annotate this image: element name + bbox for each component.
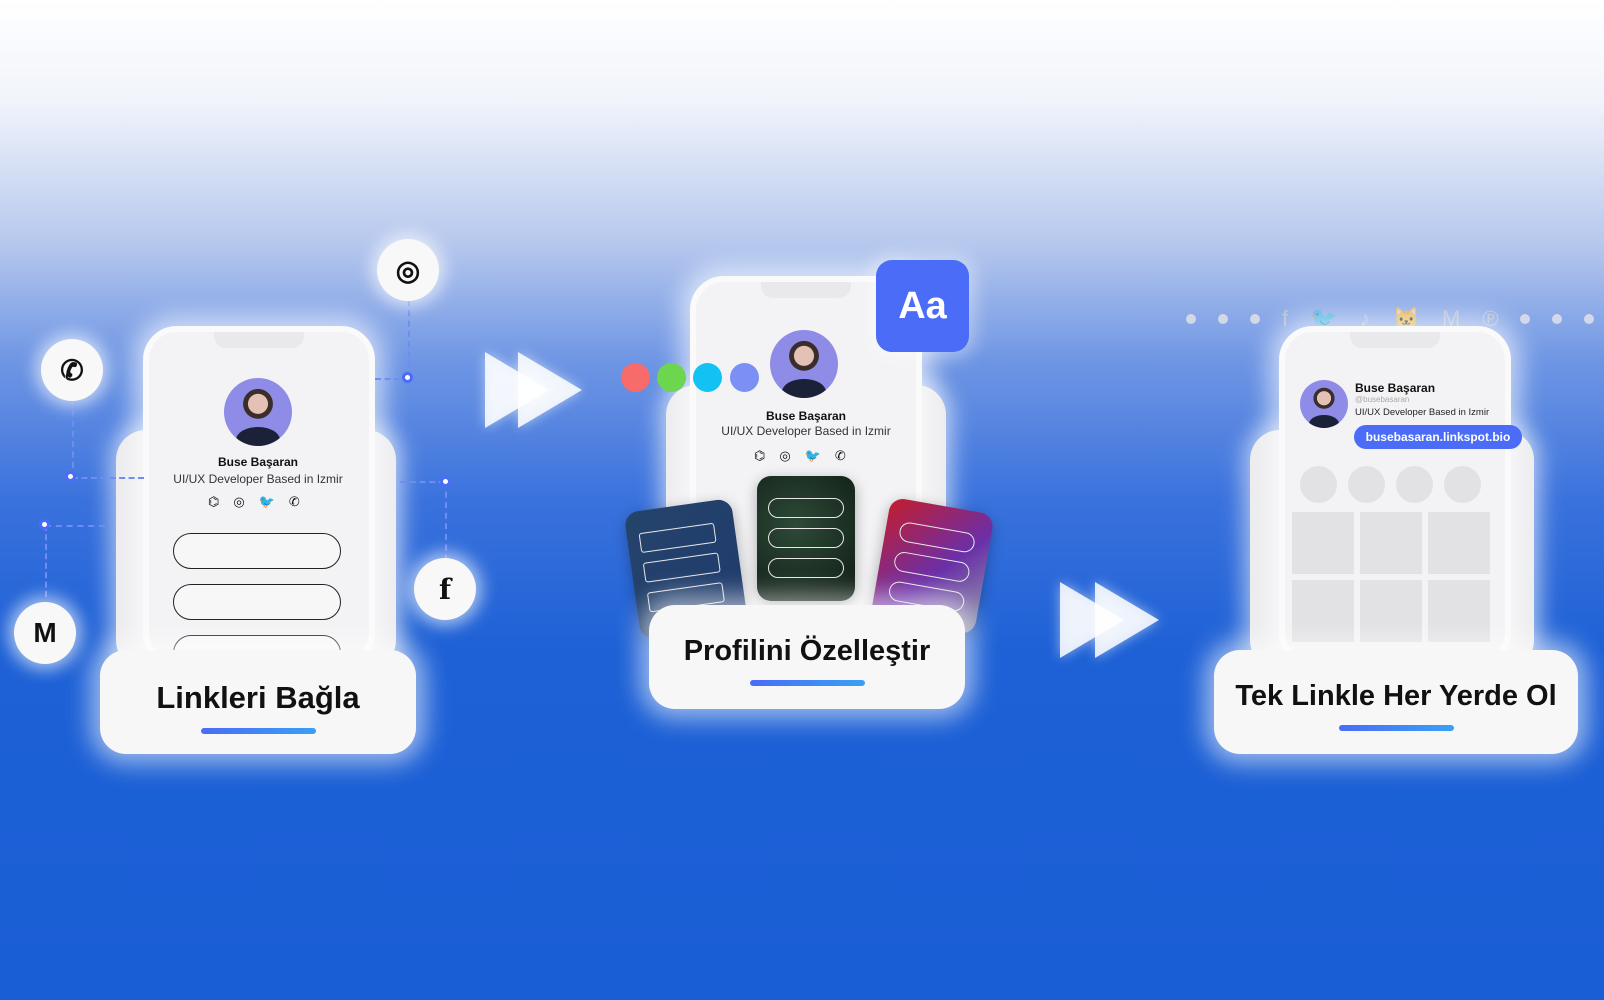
placeholder-circle <box>1444 466 1481 503</box>
facebook-icon[interactable]: f <box>414 558 476 620</box>
underline-bar <box>1338 725 1454 731</box>
font-badge[interactable]: Aa <box>876 260 969 352</box>
step-card-2: Profilini Özelleştir <box>649 605 965 709</box>
tiktok-icon: ♪ <box>1359 306 1371 331</box>
color-swatch-green[interactable] <box>657 363 686 392</box>
placeholder-circle <box>1348 466 1385 503</box>
profile-handle: @busebasaran <box>1355 395 1410 404</box>
placeholder-tile <box>1292 580 1354 642</box>
social-icons-row: ⌬ ◎ 🐦 ✆ <box>754 448 846 464</box>
avatar <box>224 378 292 446</box>
placeholder-tile <box>1428 580 1490 642</box>
underline-bar <box>200 728 316 734</box>
medium-icon: M <box>1441 306 1461 331</box>
profile-name: Buse Başaran <box>217 455 299 469</box>
whatsapp-icon[interactable]: ✆ <box>41 339 103 401</box>
step-title: Linkleri Bağla <box>156 680 360 715</box>
color-swatch-purple[interactable] <box>730 363 759 392</box>
placeholder-tile <box>1292 512 1354 574</box>
step-card-1: Linkleri Bağla <box>100 650 416 754</box>
profile-name: Buse Başaran <box>765 409 847 423</box>
placeholder-circle <box>1300 466 1337 503</box>
phone-notch <box>214 332 304 348</box>
whatsapp-icon[interactable]: ✆ <box>288 494 300 509</box>
pinterest-icon: ℗ <box>1482 306 1499 331</box>
placeholder-circle <box>1396 466 1433 503</box>
instagram-icon[interactable]: ◎ <box>779 448 791 463</box>
profile-link-button[interactable]: busebasaran.linkspot.bio <box>1354 425 1522 449</box>
social-icons-row: ⌬ ◎ 🐦 ✆ <box>208 494 300 510</box>
placeholder-tile <box>1428 512 1490 574</box>
step-title: Tek Linkle Her Yerde Ol <box>1235 680 1557 712</box>
link-button-1[interactable] <box>173 533 341 569</box>
profile-bio: UI/UX Developer Based in Izmir <box>721 424 891 438</box>
github-icon[interactable]: ⌬ <box>208 494 220 509</box>
step-title: Profilini Özelleştir <box>683 635 931 667</box>
arrow-icon <box>1095 582 1159 658</box>
github-icon[interactable]: ⌬ <box>754 448 766 463</box>
avatar <box>770 330 838 398</box>
twitter-icon[interactable]: 🐦 <box>258 494 275 509</box>
link-button-2[interactable] <box>173 584 341 620</box>
medium-icon[interactable]: M <box>14 602 76 664</box>
phone-notch <box>761 282 851 298</box>
profile-bio: UI/UX Developer Based in Izmir <box>173 472 343 486</box>
placeholder-tile <box>1360 580 1422 642</box>
arrow-icon <box>518 352 582 428</box>
profile-name: Buse Başaran <box>1355 381 1436 395</box>
color-swatch-red[interactable] <box>621 363 650 392</box>
step-card-3: Tek Linkle Her Yerde Ol <box>1214 650 1578 754</box>
twitter-icon[interactable]: 🐦 <box>804 448 821 463</box>
facebook-icon: f <box>1282 306 1289 331</box>
phone-notch <box>1350 332 1440 348</box>
avatar <box>1300 380 1348 428</box>
theme-tile-leaves[interactable] <box>757 476 855 601</box>
profile-bio: UI/UX Developer Based in Izmir <box>1355 407 1490 418</box>
placeholder-tile <box>1360 512 1422 574</box>
instagram-icon[interactable]: ◎ <box>377 239 439 301</box>
color-swatch-cyan[interactable] <box>693 363 722 392</box>
whatsapp-icon[interactable]: ✆ <box>834 448 846 463</box>
instagram-icon[interactable]: ◎ <box>233 494 245 509</box>
underline-bar <box>749 680 865 686</box>
